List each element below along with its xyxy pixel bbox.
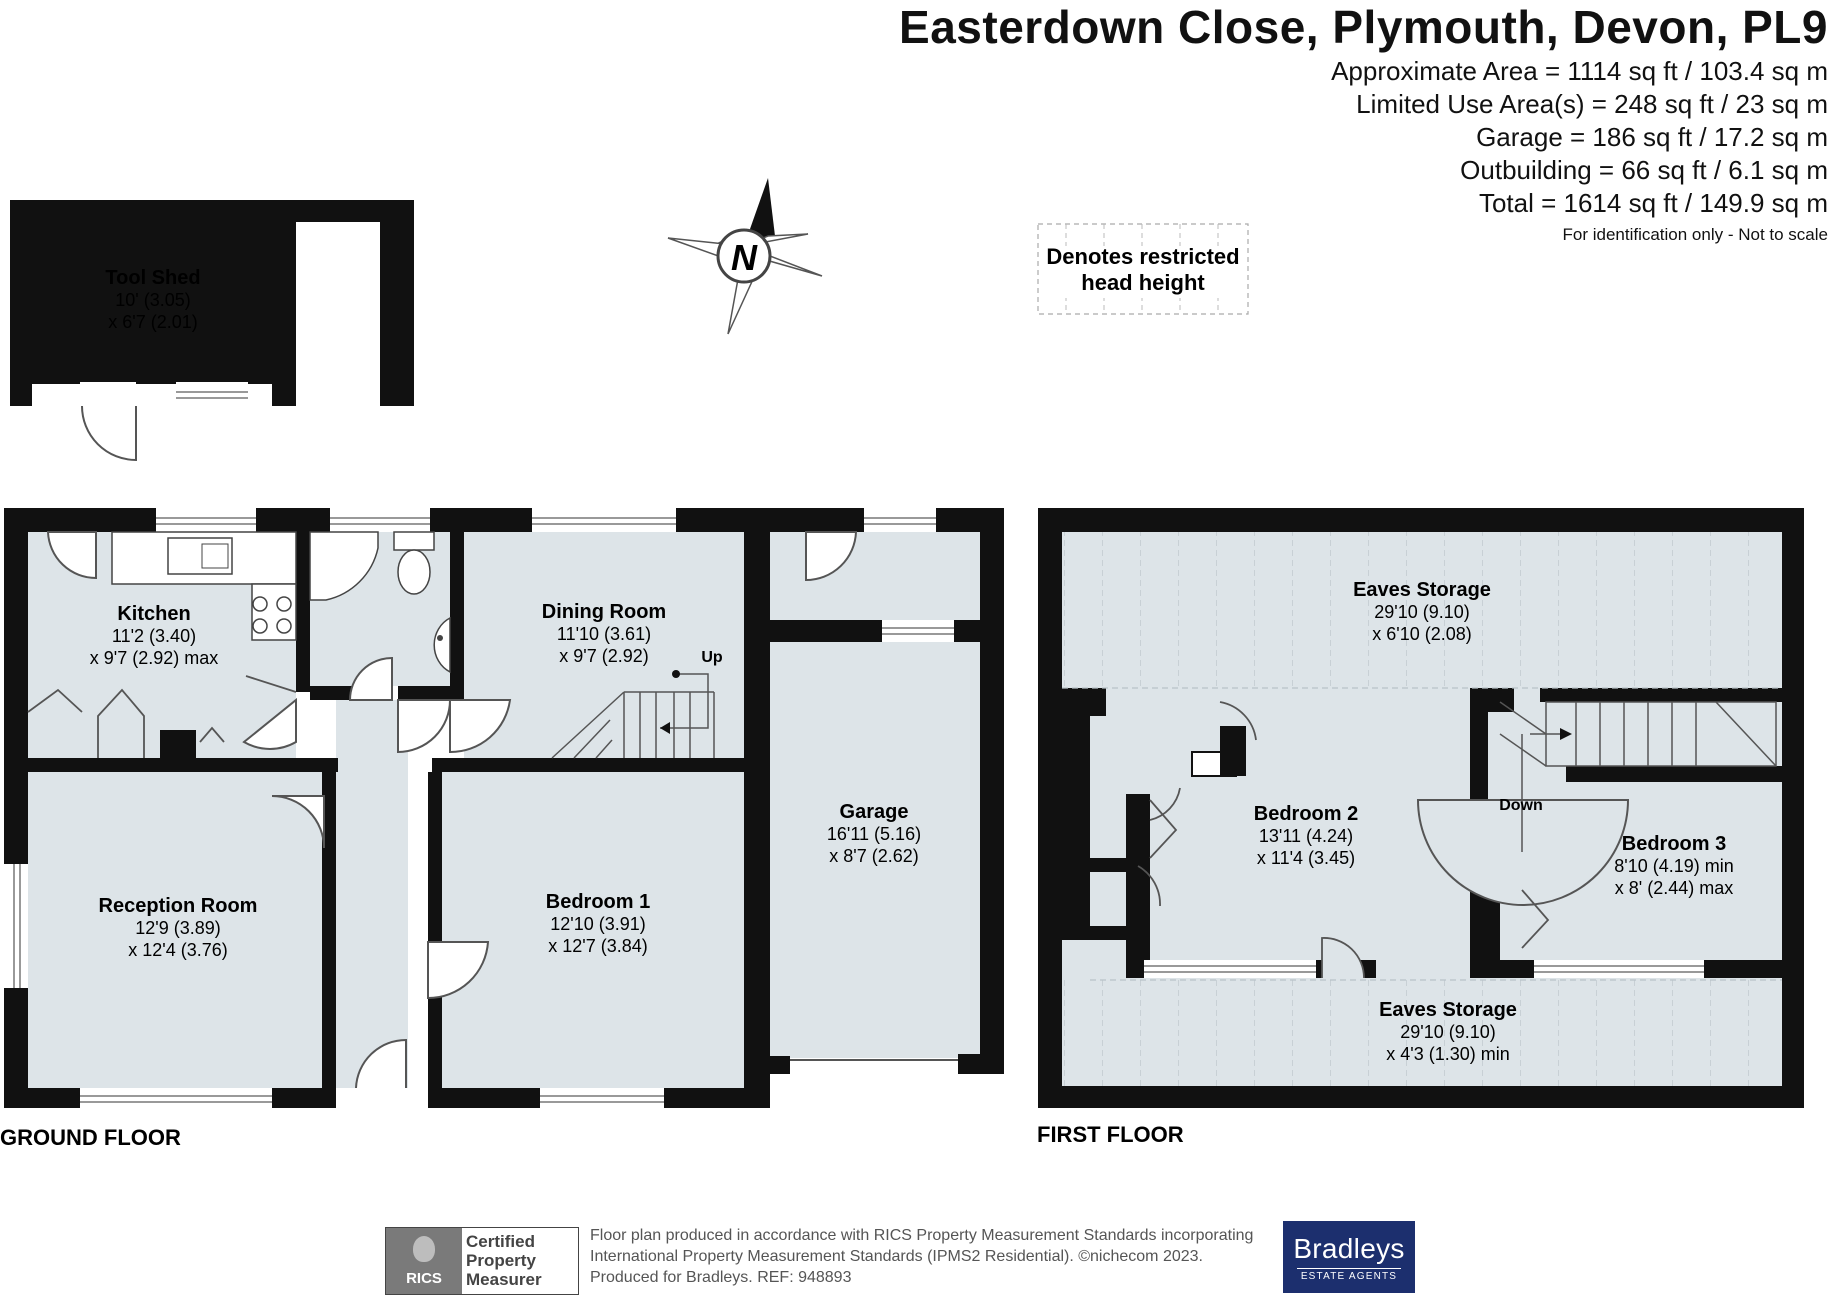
area-limited-use: Limited Use Area(s) = 248 sq ft / 23 sq … <box>1356 89 1828 119</box>
footer-line-1: Floor plan produced in accordance with R… <box>590 1227 1254 1244</box>
room-label-eaves-storage-top: Eaves Storage <box>1353 579 1491 601</box>
first-floor-plan <box>1038 508 1804 1108</box>
stairs-up-label: Up <box>701 649 723 666</box>
room-dims-reception-room: 12'9 (3.89) <box>135 918 221 938</box>
area-total: Total = 1614 sq ft / 149.9 sq m <box>1478 188 1828 218</box>
room-dims-tool-shed: 10' (3.05) <box>115 290 190 310</box>
brand-name: Bradleys <box>1293 1233 1405 1264</box>
room-dims-kitchen-2: x 9'7 (2.92) max <box>90 648 219 668</box>
room-label-garage: Garage <box>840 801 909 823</box>
footer-line-3: Produced for Bradleys. REF: 948893 <box>590 1269 852 1286</box>
scale-note: For identification only - Not to scale <box>1562 225 1828 244</box>
first-floor-label: FIRST FLOOR <box>1037 1122 1184 1147</box>
ground-floor-label: GROUND FLOOR <box>0 1125 181 1150</box>
brand-subtitle: ESTATE AGENTS <box>1297 1268 1401 1282</box>
room-dims-garage-2: x 8'7 (2.62) <box>829 846 918 866</box>
rics-line-2: Property <box>466 1251 536 1270</box>
room-label-kitchen: Kitchen <box>117 603 190 625</box>
area-summary: Approximate Area = 1114 sq ft / 103.4 sq… <box>1331 55 1828 248</box>
room-label-reception-room: Reception Room <box>99 895 258 917</box>
rics-mark-text: RICS <box>406 1270 442 1287</box>
room-dims-tool-shed-2: x 6'7 (2.01) <box>108 312 197 332</box>
rics-line-3: Measurer <box>466 1270 542 1289</box>
room-label-bedroom-2: Bedroom 2 <box>1254 803 1358 825</box>
rics-line-1: Certified <box>466 1232 535 1251</box>
area-garage: Garage = 186 sq ft / 17.2 sq m <box>1476 122 1828 152</box>
room-dims-bedroom-2: 13'11 (4.24) <box>1259 826 1353 846</box>
room-dims-eaves-storage-top-2: x 6'10 (2.08) <box>1372 624 1472 644</box>
area-outbuilding: Outbuilding = 66 sq ft / 6.1 sq m <box>1460 155 1828 185</box>
area-approximate: Approximate Area = 1114 sq ft / 103.4 sq… <box>1331 56 1828 86</box>
rics-emblem-icon <box>413 1236 435 1262</box>
bradleys-logo: Bradleys ESTATE AGENTS <box>1283 1221 1415 1293</box>
room-dims-reception-room-2: x 12'4 (3.76) <box>128 940 228 960</box>
room-dims-bedroom-1: 12'10 (3.91) <box>550 914 646 934</box>
room-dims-eaves-storage-bottom: 29'10 (9.10) <box>1400 1022 1496 1042</box>
room-dims-bedroom-3: 8'10 (4.19) min <box>1614 856 1734 876</box>
room-dims-dining-room-2: x 9'7 (2.92) <box>559 646 648 666</box>
footer-line-2: International Property Measurement Stand… <box>590 1248 1203 1265</box>
rics-certified-text: Certified Property Measurer <box>466 1232 542 1289</box>
room-dims-bedroom-3-2: x 8' (2.44) max <box>1615 878 1733 898</box>
room-dims-bedroom-1-2: x 12'7 (3.84) <box>548 936 648 956</box>
footer-disclaimer: Floor plan produced in accordance with R… <box>590 1225 1253 1288</box>
ground-floor-plan <box>4 508 1004 1108</box>
room-label-eaves-storage-bottom: Eaves Storage <box>1379 999 1517 1021</box>
compass-rose: N <box>667 178 823 335</box>
room-dims-eaves-storage-bottom-2: x 4'3 (1.30) min <box>1386 1044 1510 1064</box>
room-dims-garage: 16'11 (5.16) <box>827 824 921 844</box>
restricted-height-legend <box>1037 223 1249 315</box>
rics-certified-logo: RICS Certified Property Measurer <box>385 1227 579 1295</box>
legend-line-2: head height <box>1081 270 1205 295</box>
property-title: Easterdown Close, Plymouth, Devon, PL9 <box>899 1 1828 53</box>
room-label-dining-room: Dining Room <box>542 601 666 623</box>
room-dims-bedroom-2-2: x 11'4 (3.45) <box>1257 848 1355 868</box>
legend-line-1: Denotes restricted <box>1046 244 1239 269</box>
room-label-bedroom-3: Bedroom 3 <box>1622 833 1726 855</box>
rics-mark: RICS <box>386 1228 462 1294</box>
room-dims-eaves-storage-top: 29'10 (9.10) <box>1374 602 1470 622</box>
footer: RICS Certified Property Measurer Floor p… <box>385 1221 1415 1295</box>
stairs-down-label: Down <box>1499 797 1543 814</box>
tool-shed-outbuilding <box>10 200 414 462</box>
room-dims-kitchen: 11'2 (3.40) <box>112 626 196 646</box>
compass-north-label: N <box>731 237 758 278</box>
room-label-tool-shed: Tool Shed <box>105 267 200 289</box>
room-dims-dining-room: 11'10 (3.61) <box>557 624 651 644</box>
room-label-bedroom-1: Bedroom 1 <box>546 891 650 913</box>
